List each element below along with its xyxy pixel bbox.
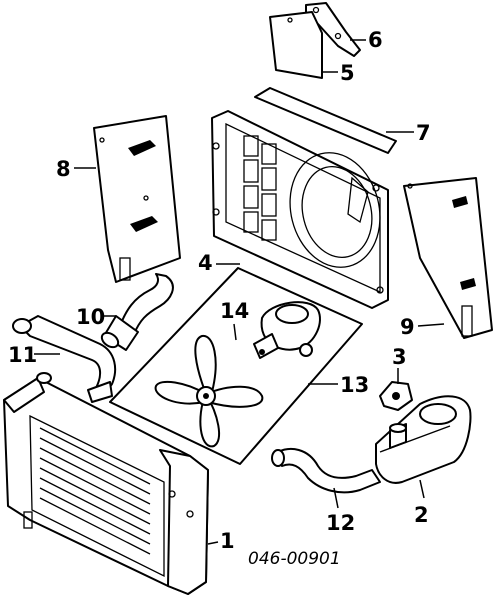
part-3-cap xyxy=(379,381,413,411)
callout-3: 3 xyxy=(392,345,407,369)
leader-lines xyxy=(34,39,445,545)
part-7-seal-strip xyxy=(254,87,397,154)
part-5-baffle xyxy=(269,11,323,79)
cooling-fan-blades xyxy=(154,334,264,448)
callout-12: 12 xyxy=(326,511,355,535)
part-11-lower-hose xyxy=(12,315,117,403)
part-2-reservoir-tank xyxy=(375,395,472,484)
callout-5: 5 xyxy=(340,61,355,85)
callout-10: 10 xyxy=(76,305,105,329)
callout-9: 9 xyxy=(400,315,415,339)
drawing-code: 046-00901 xyxy=(248,549,341,569)
callout-8: 8 xyxy=(56,157,71,181)
part-10-upper-hose xyxy=(100,273,174,351)
part-14-fan-motor xyxy=(253,301,321,359)
part-12-overflow-hose xyxy=(271,448,381,494)
part-4-fan-shroud xyxy=(211,110,389,309)
callout-2: 2 xyxy=(414,503,429,527)
part-9-right-side-baffle xyxy=(403,177,493,339)
callout-6: 6 xyxy=(368,28,383,52)
part-1-radiator xyxy=(3,372,209,595)
callout-7: 7 xyxy=(416,121,431,145)
part-8-left-side-baffle xyxy=(93,115,181,283)
callout-labels: 1 2 3 4 5 6 7 8 9 10 11 12 13 14 xyxy=(8,28,431,553)
callout-13: 13 xyxy=(340,373,369,397)
callout-1: 1 xyxy=(220,529,235,553)
callout-11: 11 xyxy=(8,343,37,367)
callout-4: 4 xyxy=(198,251,213,275)
callout-14: 14 xyxy=(220,299,249,323)
